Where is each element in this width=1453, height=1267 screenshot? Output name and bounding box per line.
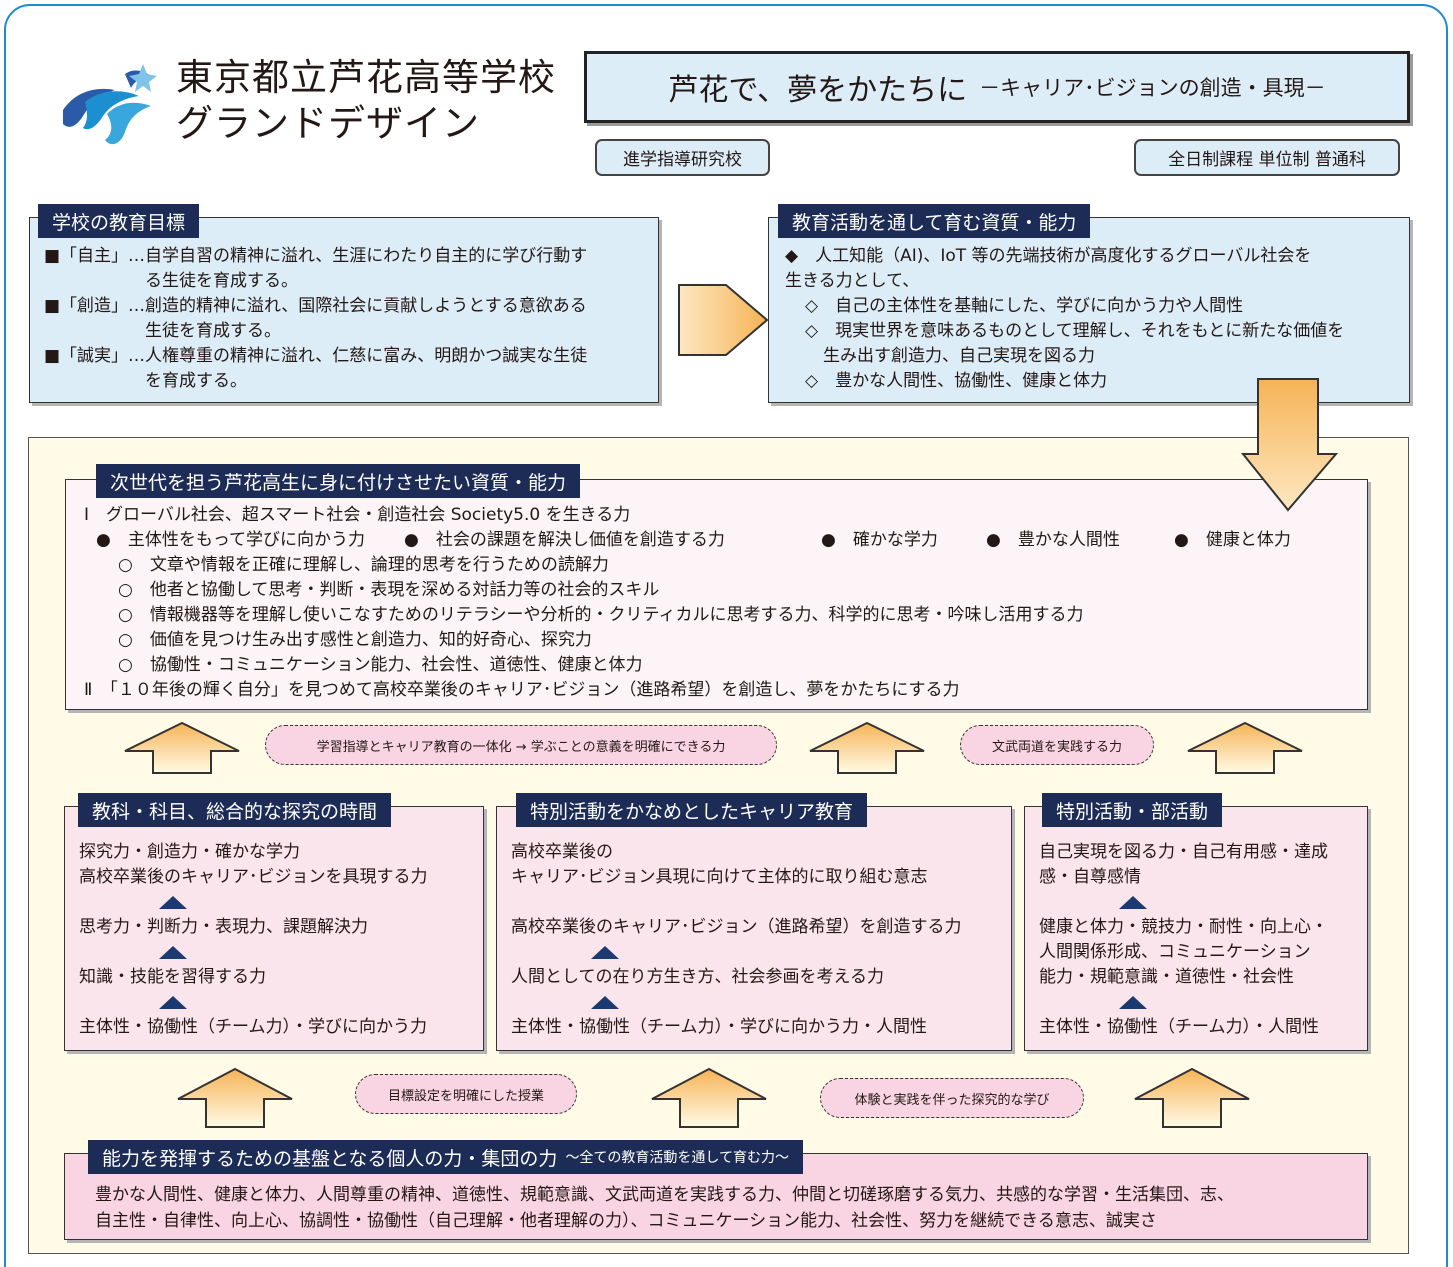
triangle-up-icon (591, 946, 619, 959)
base-line: 自主性・自律性、向上心、協調性・協働性（自己理解・他者理解の力）、コミュニケーシ… (95, 1211, 1157, 1231)
col2-box: 高校卒業後の キャリア･ビジョン具現に向けて主体的に取り組む意志 高校卒業後のキ… (496, 806, 1012, 1051)
quality-line: 生きる力として、 (785, 271, 920, 291)
pill-bunbu: 文武両道を実践する力 (960, 725, 1154, 765)
qualities-header: 教育活動を通して育む資質・能力 (778, 204, 1091, 238)
goals-box: ■「自主」…自学自習の精神に溢れ、生涯にわたり自主的に学び行動す る生徒を育成す… (29, 217, 659, 403)
col3-header: 特別活動・部活動 (1042, 793, 1223, 827)
up-arrow-icon (1187, 721, 1303, 774)
col2-line: 主体性・協働性（チーム力）・学びに向かう力・人間性 (511, 1017, 927, 1037)
slogan-sub: －キャリア･ビジョンの創造・具現－ (979, 76, 1326, 100)
col1-line: 思考力・判断力・表現力、課題解決力 (79, 917, 368, 937)
triangle-up-icon (159, 946, 187, 959)
circle-item: ○ 価値を見つけ生み出す感性と創造力、知的好奇心、探究力 (118, 630, 592, 650)
col3-line: 人間関係形成、コミュニケーション (1039, 942, 1311, 962)
next-gen-line1: Ⅰ グローバル社会、超スマート社会・創造社会 Society5.0 を生きる力 (84, 505, 631, 525)
col1-line: 主体性・協働性（チーム力）・学びに向かう力 (79, 1017, 427, 1037)
up-arrow-icon (1134, 1067, 1250, 1128)
col1-box: 探究力・創造力・確かな学力 高校卒業後のキャリア･ビジョンを具現する力 思考力・… (64, 806, 484, 1051)
col1-header: 教科・科目、総合的な探究の時間 (78, 793, 392, 827)
goal-line: ■「誠実」…人権尊重の精神に溢れ、仁慈に富み、明朗かつ誠実な生徒 (44, 346, 588, 366)
qualities-box: ◆ 人工知能（AI)、IoT 等の先端技術が高度化するグローバル社会を 生きる力… (768, 217, 1410, 403)
tag-course: 全日制課程 単位制 普通科 (1134, 139, 1400, 176)
base-header: 能力を発揮するための基盤となる個人の力・集団の力 ～全ての教育活動を通して育む力～ (88, 1140, 804, 1174)
next-gen-line2: Ⅱ 「１０年後の輝く自分」を見つめて高校卒業後のキャリア･ビジョン（進路希望）を… (84, 680, 960, 700)
base-title: 能力を発揮するための基盤となる個人の力・集団の力 (102, 1147, 558, 1170)
col1-line: 探究力・創造力・確かな学力 (79, 842, 300, 862)
page-title: グランドデザイン (176, 102, 480, 145)
pill-integration: 学習指導とキャリア教育の一体化 → 学ぶことの意義を明確にできる力 (265, 725, 777, 765)
quality-line: ◇ 豊かな人間性、協働性、健康と体力 (805, 371, 1108, 391)
next-gen-header: 次世代を担う芦花高生に身に付けさせたい資質・能力 (96, 464, 581, 498)
col3-line: 主体性・協働性（チーム力）・人間性 (1039, 1017, 1319, 1037)
quality-line: 生み出す創造力、自己実現を図る力 (823, 346, 1095, 366)
quality-line: ◇ 現実世界を意味あるものとして理解し、それをもとに新たな価値を (805, 321, 1345, 341)
col1-line: 知識・技能を習得する力 (79, 967, 266, 987)
col3-line: 健康と体力・競技力・耐性・向上心・ (1039, 917, 1328, 937)
goal-line: を育成する。 (145, 371, 247, 391)
triangle-up-icon (1119, 996, 1147, 1009)
circle-item: ○ 文章や情報を正確に理解し、論理的思考を行うための読解力 (118, 555, 609, 575)
col2-line: 高校卒業後の (511, 842, 613, 862)
col3-line: 感・自尊感情 (1039, 867, 1141, 887)
col2-line: キャリア･ビジョン具現に向けて主体的に取り組む意志 (511, 867, 928, 887)
quality-line: ◆ 人工知能（AI)、IoT 等の先端技術が高度化するグローバル社会を (785, 246, 1312, 266)
circle-item: ○ 情報機器等を理解し使いこなすためのリテラシーや分析的・クリティカルに思考する… (118, 605, 1084, 625)
tag-research-school: 進学指導研究校 (595, 139, 770, 176)
base-line: 豊かな人間性、健康と体力、人間尊重の精神、道徳性、規範意識、文武両道を実践する力… (95, 1185, 1234, 1205)
base-title-small: ～全ての教育活動を通して育む力～ (565, 1150, 790, 1166)
pill-inquiry: 体験と実践を伴った探究的な学び (820, 1078, 1084, 1118)
page-frame (4, 4, 1448, 1267)
down-arrow-icon (1240, 378, 1339, 512)
col2-header: 特別活動をかなめとしたキャリア教育 (516, 793, 868, 827)
right-arrow-icon (678, 284, 769, 356)
triangle-up-icon (1119, 896, 1147, 909)
slogan-main: 芦花で、夢をかたちに (668, 73, 968, 108)
col3-line: 自己実現を図る力・自己有用感・達成 (1039, 842, 1328, 862)
col3-box: 自己実現を図る力・自己有用感・達成 感・自尊感情 健康と体力・競技力・耐性・向上… (1024, 806, 1368, 1051)
col3-line: 能力・規範意識・道徳性・社会性 (1039, 967, 1294, 987)
bullet-item: ● 健康と体力 (1174, 530, 1291, 550)
goals-header: 学校の教育目標 (38, 204, 200, 238)
bullet-item: ● 確かな学力 (821, 530, 938, 550)
school-logo-icon (63, 64, 157, 145)
goal-line: る生徒を育成する。 (145, 271, 298, 291)
goal-line: ■「自主」…自学自習の精神に溢れ、生涯にわたり自主的に学び行動す (44, 246, 588, 266)
goal-line: ■「創造」…創造的精神に溢れ、国際社会に貢献しようとする意欲ある (44, 296, 587, 316)
triangle-up-icon (591, 996, 619, 1009)
up-arrow-icon (809, 721, 925, 774)
pill-goal-setting: 目標設定を明確にした授業 (355, 1074, 577, 1114)
school-name: 東京都立芦花高等学校 (176, 56, 556, 99)
next-gen-box: Ⅰ グローバル社会、超スマート社会・創造社会 Society5.0 を生きる力 … (65, 479, 1368, 710)
col1-line: 高校卒業後のキャリア･ビジョンを具現する力 (79, 867, 428, 887)
triangle-up-icon (159, 996, 187, 1009)
quality-line: ◇ 自己の主体性を基軸にした、学びに向かう力や人間性 (805, 296, 1244, 316)
col2-line: 人間としての在り方生き方、社会参画を考える力 (511, 967, 884, 987)
slogan-banner: 芦花で、夢をかたちに －キャリア･ビジョンの創造・具現－ (584, 51, 1410, 123)
bullet-item: ● 社会の課題を解決し価値を創造する力 (404, 530, 725, 550)
bullet-item: ● 主体性をもって学びに向かう力 (96, 530, 365, 550)
goal-line: 生徒を育成する。 (145, 321, 281, 341)
up-arrow-icon (124, 721, 240, 774)
circle-item: ○ 他者と協働して思考・判断・表現を深める対話力等の社会的スキル (118, 580, 660, 600)
col2-line: 高校卒業後のキャリア･ビジョン（進路希望）を創造する力 (511, 917, 962, 937)
triangle-up-icon (159, 896, 187, 909)
up-arrow-icon (651, 1067, 767, 1128)
up-arrow-icon (177, 1067, 293, 1128)
bullet-item: ● 豊かな人間性 (986, 530, 1120, 550)
circle-item: ○ 協働性・コミュニケーション能力、社会性、道徳性、健康と体力 (118, 655, 643, 675)
